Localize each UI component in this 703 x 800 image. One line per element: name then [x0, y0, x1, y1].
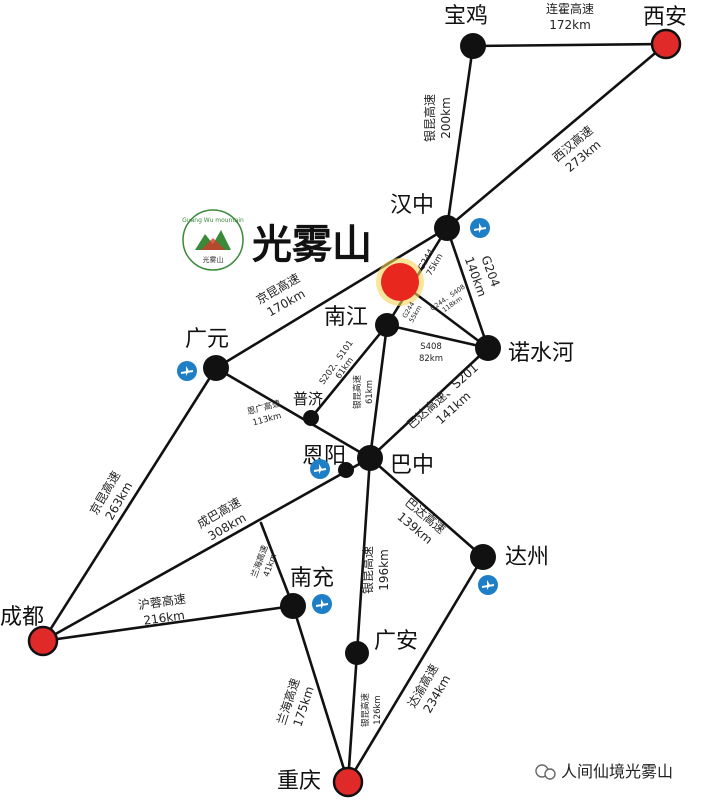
road-chengba-nanchong: [259, 521, 295, 608]
label-guangan: 广安: [374, 629, 418, 654]
guangwushan-logo: Guang Wu mountain 光雾山: [182, 209, 244, 271]
label-nanjiang: 南江: [324, 305, 368, 330]
wechat-icon: [535, 764, 556, 780]
road-baoji-hanzhong: [445, 44, 475, 230]
road-nanjiang-bazhong: [368, 323, 389, 460]
road-label-yinkun-bg-dist: 196km: [377, 549, 391, 591]
road-guangyuan-bazhong: [214, 366, 372, 460]
label-bazhong: 巴中: [390, 453, 434, 478]
road-bazhong-guangan: [355, 456, 372, 655]
city-nodes: [27, 28, 682, 798]
road-network: [41, 42, 668, 784]
road-label-s408-name: S408: [420, 342, 442, 352]
road-dazhou-chongqing: [346, 555, 485, 784]
road-label-s408-dist: 82km: [419, 354, 443, 364]
road-label-lianhuo-name: 连霍高速: [546, 1, 594, 16]
airplane-icon: [310, 459, 330, 479]
road-guangyuan-chengdu: [41, 366, 218, 643]
road-label-yinkun-bg-name: 银昆高速: [360, 546, 375, 594]
node-guangyuan: [203, 355, 229, 381]
node-xian: [650, 28, 682, 60]
logo-text-bottom: 光雾山: [203, 255, 224, 264]
node-dazhou: [470, 544, 496, 570]
node-puji: [303, 410, 319, 426]
city-labels: 宝鸡 西安 汉中 南江 诺水河 广元 普济 恩阳 巴中 达州 南充 成都 广安 …: [0, 4, 687, 794]
node-baoji: [460, 33, 486, 59]
road-label-lianhuo-dist: 172km: [549, 18, 591, 32]
road-label-hurong-dist: 216km: [143, 608, 186, 628]
watermark-text: 人间仙境光雾山: [561, 762, 673, 781]
label-baoji: 宝鸡: [444, 4, 488, 29]
label-puji: 普济: [293, 390, 323, 408]
node-guangan: [345, 641, 369, 665]
airport-icons: [177, 218, 498, 614]
road-label-yinkun-bh-name: 银昆高速: [422, 94, 437, 142]
airplane-icon: [470, 218, 490, 238]
road-label-hurong-name: 沪蓉高速: [137, 591, 187, 613]
label-guangyuan: 广元: [185, 327, 229, 352]
node-enyang: [338, 462, 354, 478]
node-chongqing: [332, 766, 364, 798]
node-chengdu: [27, 625, 59, 657]
road-hanzhong-guangyuan: [214, 226, 449, 370]
logo-text-top: Guang Wu mountain: [182, 217, 244, 224]
road-nanjiang-nuoshuihe: [385, 323, 490, 350]
road-guangan-chongqing: [346, 651, 359, 784]
road-chengdu-nanchong: [41, 604, 295, 643]
watermark: 人间仙境光雾山: [535, 762, 673, 781]
node-guangwushan: [381, 263, 419, 301]
road-baoji-xian: [471, 42, 668, 48]
road-xian-hanzhong: [445, 42, 668, 230]
road-nanjiang-puji: [309, 323, 389, 420]
road-label-yinkun-gc-name: 银昆高速: [360, 693, 371, 728]
road-hanzhong-nuoshuihe: [445, 226, 490, 350]
label-nuoshuihe: 诺水河: [508, 341, 574, 366]
node-nanjiang: [375, 313, 399, 337]
node-nanchong: [280, 593, 306, 619]
map-title: 光雾山: [252, 221, 372, 268]
road-label-yinkun-nb-name: 银昆高速: [352, 375, 363, 410]
label-chengdu: 成都: [0, 605, 44, 630]
road-label-yinkun-nb-dist: 61km: [365, 380, 375, 404]
node-hanzhong: [434, 215, 460, 241]
node-nuoshuihe: [475, 335, 501, 361]
node-bazhong: [357, 445, 383, 471]
airplane-icon: [312, 594, 332, 614]
road-label-yinkun-bh-dist: 200km: [439, 97, 453, 139]
road-bazhong-chengdu: [41, 456, 372, 643]
road-bazhong-dazhou: [368, 456, 485, 559]
label-xian: 西安: [643, 5, 687, 30]
road-label-yinkun-gc-dist: 126km: [373, 695, 383, 724]
label-dazhou: 达州: [505, 545, 549, 570]
airplane-icon: [177, 361, 197, 381]
label-nanchong: 南充: [290, 566, 334, 591]
road-nuoshuihe-bazhong: [368, 346, 490, 460]
airplane-icon: [478, 575, 498, 595]
label-chongqing: 重庆: [277, 769, 321, 794]
label-hanzhong: 汉中: [390, 193, 434, 218]
road-nanchong-chongqing: [291, 604, 350, 784]
road-labels: 连霍高速 172km 银昆高速 200km 西汉高速 273km G204 14…: [86, 1, 603, 728]
